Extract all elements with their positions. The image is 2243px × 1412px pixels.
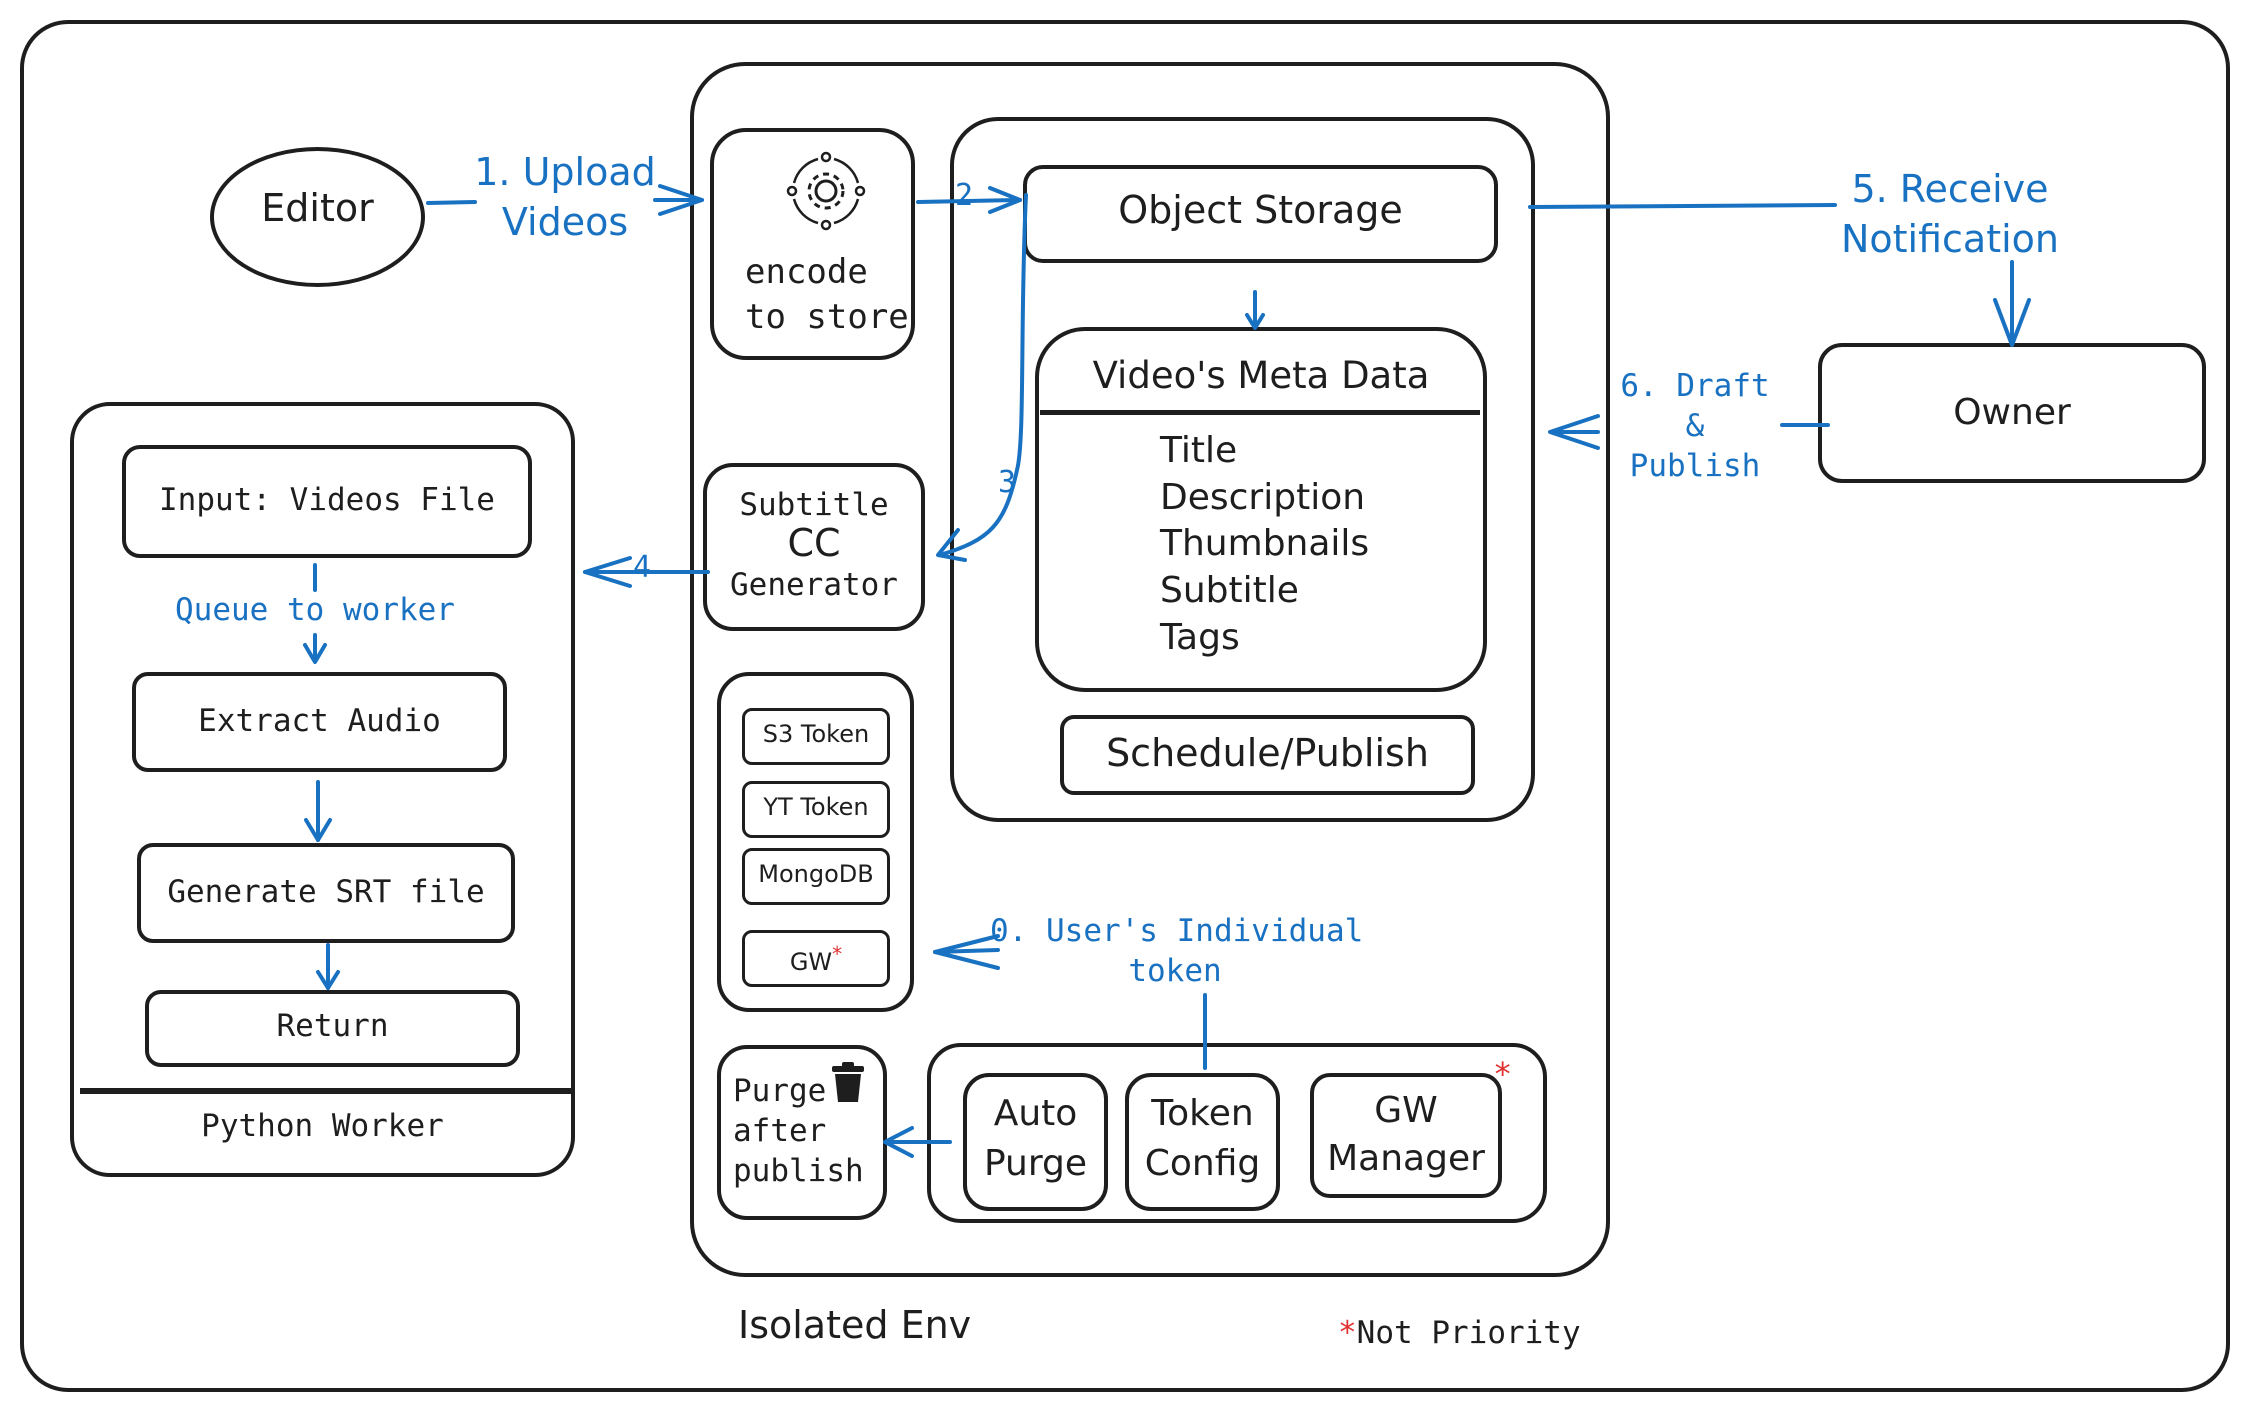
owner-label: Owner xyxy=(1953,392,2071,433)
draft-label-line2: & xyxy=(1685,408,1705,444)
token-label-line1: 0. User's Individual xyxy=(990,913,1364,949)
mongodb-chip[interactable] xyxy=(742,848,890,905)
s3-token-label: S3 Token xyxy=(762,720,870,748)
generate-srt-node[interactable] xyxy=(137,843,515,943)
auto-purge-line2: Purge xyxy=(983,1143,1088,1184)
upload-label-line1: 1. Upload xyxy=(474,150,656,194)
generate-srt-label: Generate SRT file xyxy=(167,874,485,910)
outer-frame xyxy=(20,20,2230,1392)
auto-purge-node[interactable] xyxy=(963,1073,1108,1211)
purge-line3: publish xyxy=(733,1153,864,1189)
worker-input-node[interactable] xyxy=(122,445,532,558)
meta-item-title: Title xyxy=(1160,430,1238,471)
python-worker-container xyxy=(70,402,575,1177)
return-label: Return xyxy=(276,1008,389,1044)
gw-token-chip[interactable] xyxy=(742,930,890,987)
editor-node[interactable] xyxy=(210,147,425,287)
encode-gear-icon xyxy=(786,151,866,231)
draft-label-line1: 6. Draft xyxy=(1620,368,1770,404)
meta-data-divider xyxy=(1040,410,1480,415)
gw-manager-node[interactable] xyxy=(1310,1073,1502,1198)
return-node[interactable] xyxy=(145,990,520,1067)
receive-label-line2: Notification xyxy=(1840,217,2060,261)
extract-audio-node[interactable] xyxy=(132,672,507,772)
encode-label-line2: to store xyxy=(745,297,909,337)
meta-item-tags: Tags xyxy=(1160,617,1240,658)
encode-node[interactable] xyxy=(710,128,915,360)
receive-label-line1: 5. Receive xyxy=(1851,167,2049,211)
python-worker-title: Python Worker xyxy=(201,1108,444,1144)
token-config-line2: Config xyxy=(1144,1143,1261,1184)
editor-label: Editor xyxy=(261,186,374,230)
yt-token-chip[interactable] xyxy=(742,781,890,838)
legend-marker: * xyxy=(1338,1315,1357,1351)
purge-line2: after xyxy=(733,1113,827,1149)
object-storage-label: Object Storage xyxy=(1118,188,1403,232)
token-label-line2: token xyxy=(1128,953,1222,989)
subtitle-generator-line2: CC xyxy=(787,521,841,565)
gw-manager-line2: Manager xyxy=(1327,1138,1485,1179)
yt-token-label: YT Token xyxy=(763,793,869,821)
meta-data-title: Video's Meta Data xyxy=(1092,354,1430,397)
draft-label-line3: Publish xyxy=(1629,448,1761,484)
token-config-node[interactable] xyxy=(1125,1073,1280,1211)
subtitle-generator-node[interactable] xyxy=(703,463,925,631)
meta-item-description: Description xyxy=(1160,477,1366,518)
subtitle-generator-line1: Subtitle xyxy=(739,487,889,523)
token-config-line1: Token xyxy=(1151,1093,1254,1134)
extract-audio-label: Extract Audio xyxy=(198,703,441,739)
settings-container xyxy=(927,1043,1547,1223)
schedule-publish-label: Schedule/Publish xyxy=(1106,731,1429,775)
s3-token-chip[interactable] xyxy=(742,708,890,765)
tokens-container xyxy=(717,672,914,1012)
gw-manager-line1: GW xyxy=(1374,1090,1438,1131)
gw-token-text: GW xyxy=(789,948,833,976)
isolated-env-label: Isolated Env xyxy=(738,1303,972,1347)
purge-line1: Purge xyxy=(733,1073,827,1109)
legend: *Not Priority xyxy=(1338,1315,1581,1351)
upload-label-line2: Videos xyxy=(501,200,629,244)
mongodb-label: MongoDB xyxy=(758,860,874,888)
meta-item-thumbnails: Thumbnails xyxy=(1160,523,1370,564)
legend-label: Not Priority xyxy=(1356,1315,1581,1351)
step-2-label: 2 xyxy=(955,178,974,213)
worker-input-label: Input: Videos File xyxy=(159,482,495,518)
python-worker-divider xyxy=(80,1088,572,1094)
queue-to-worker-label: Queue to worker xyxy=(175,592,455,628)
gw-manager-not-priority-marker: * xyxy=(1493,1055,1513,1093)
isolated-env-container xyxy=(690,62,1610,1277)
step-4-label: 4 xyxy=(633,550,652,585)
encode-label-line1: encode xyxy=(745,252,868,292)
auto-purge-line1: Auto xyxy=(993,1093,1078,1134)
gw-token-label: GW* xyxy=(742,942,890,976)
step-3-label: 3 xyxy=(998,465,1017,500)
schedule-publish-button[interactable] xyxy=(1060,715,1475,795)
gw-not-priority-marker: * xyxy=(832,942,843,966)
subtitle-generator-line3: Generator xyxy=(730,567,898,603)
meta-item-subtitle: Subtitle xyxy=(1160,570,1299,611)
trash-icon xyxy=(832,1062,864,1102)
